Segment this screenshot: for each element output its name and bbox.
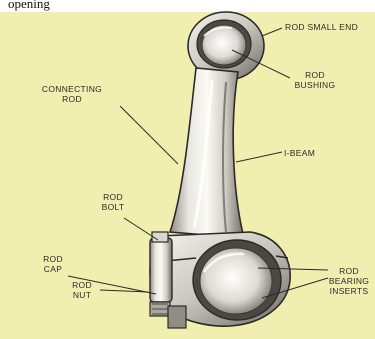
label-rod-bolt: ROD BOLT <box>96 192 130 212</box>
label-connecting-rod: CONNECTING ROD <box>26 84 118 104</box>
leader-connecting-rod <box>120 106 178 164</box>
label-rod-bearing-inserts: ROD BEARING INSERTS <box>326 266 372 296</box>
leader-rod-bolt <box>124 218 158 240</box>
leader-small-end <box>262 28 282 36</box>
label-rod-nut: ROD NUT <box>66 280 98 300</box>
label-rod-cap: ROD CAP <box>38 254 68 274</box>
i-beam-shank <box>170 68 244 238</box>
label-i-beam: I-BEAM <box>284 148 315 158</box>
label-rod-bushing: ROD BUSHING <box>292 70 338 90</box>
leader-i-beam <box>236 152 282 162</box>
label-rod-small-end: ROD SMALL END <box>285 22 358 32</box>
